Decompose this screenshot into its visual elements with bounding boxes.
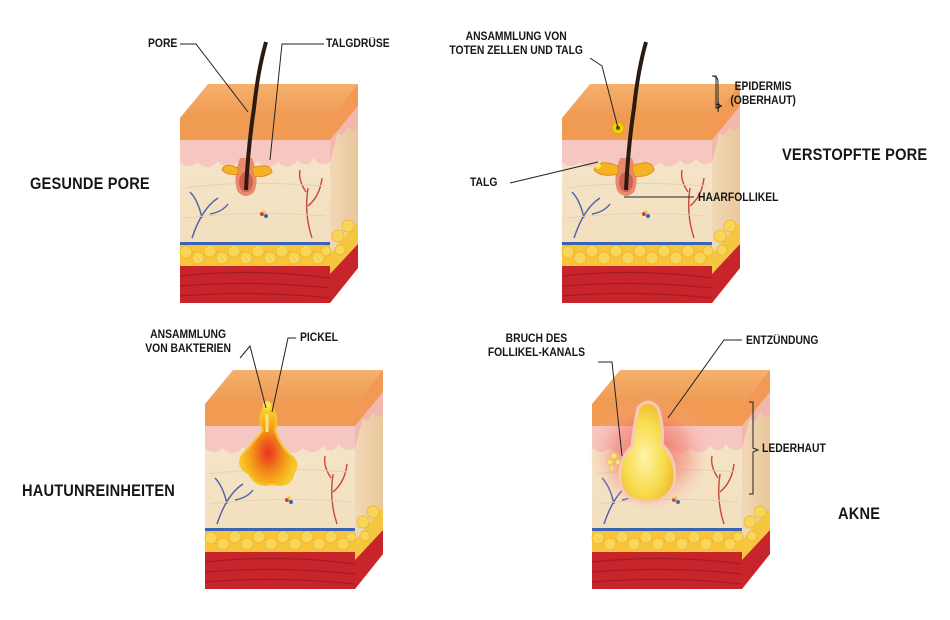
label-lederhaut: LEDERHAUT [762,443,826,455]
label-bruch-line2: FOLLIKEL-KANALS [487,347,585,359]
label-epidermis-line2: (OBERHAUT) [730,95,796,107]
label-pickel: PICKEL [300,332,338,344]
label-ansammlung-bakterien: ANSAMMLUNG VON BAKTERIEN [144,328,232,356]
leader-lines [180,43,760,495]
label-ansammlung-bakterien-line1: ANSAMMLUNG [150,329,227,341]
skin-block-healthy [179,41,359,304]
label-ansammlung-bakterien-line2: VON BAKTERIEN [145,343,231,355]
stage-title-clogged: VERSTOPFTE PORE [782,145,928,164]
label-talg: TALG [470,177,498,189]
label-pore: PORE [148,38,178,50]
stage-title-healthy: GESUNDE PORE [30,174,150,193]
label-ansammlung-zellen-line1: ANSAMMLUNG VON [465,31,567,43]
label-bruch: BRUCH DES FOLLIKEL-KANALS [486,332,587,360]
label-ansammlung-zellen-line2: TOTEN ZELLEN UND TALG [449,45,583,57]
label-talgdruese: TALGDRÜSE [326,38,390,50]
stage-title-acne: AKNE [838,504,881,523]
skin-block-blemish [204,369,384,590]
stage-title-blemish: HAUTUNREINHEITEN [22,481,176,500]
label-entzuendung: ENTZÜNDUNG [746,335,819,347]
label-ansammlung-zellen: ANSAMMLUNG VON TOTEN ZELLEN UND TALG [446,30,586,58]
label-haarfollikel: HAARFOLLIKEL [698,192,779,204]
skin-block-clogged [561,41,741,304]
label-epidermis: EPIDERMIS (OBERHAUT) [728,80,798,108]
label-bruch-line1: BRUCH DES [505,333,568,345]
label-epidermis-line1: EPIDERMIS [734,81,792,93]
